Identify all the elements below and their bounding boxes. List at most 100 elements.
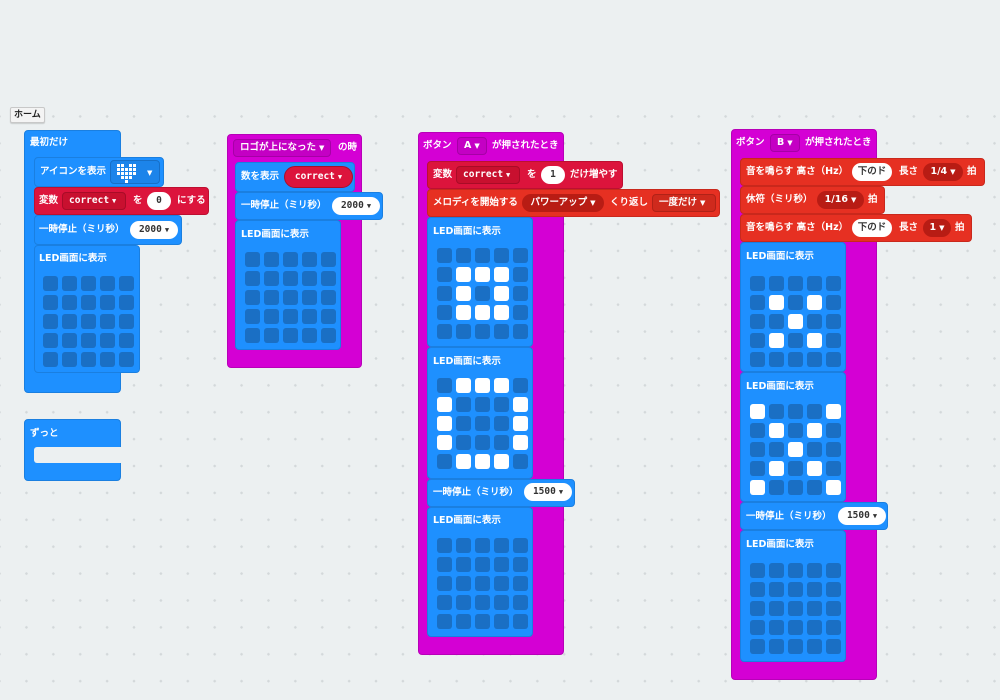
led-off[interactable] — [283, 271, 298, 286]
led-off[interactable] — [769, 601, 784, 616]
led-off[interactable] — [302, 252, 317, 267]
led-off[interactable] — [769, 442, 784, 457]
led-on[interactable] — [456, 267, 471, 282]
led-off[interactable] — [807, 314, 822, 329]
led-off[interactable] — [456, 435, 471, 450]
led-off[interactable] — [43, 276, 58, 291]
led-off[interactable] — [62, 314, 77, 329]
length-dropdown[interactable]: 1/4▼ — [923, 163, 963, 181]
led-off[interactable] — [750, 620, 765, 635]
led-off[interactable] — [750, 352, 765, 367]
led-off[interactable] — [807, 404, 822, 419]
led-off[interactable] — [807, 442, 822, 457]
button-dropdown[interactable]: B▼ — [770, 134, 800, 152]
led-off[interactable] — [43, 314, 58, 329]
led-off[interactable] — [513, 378, 528, 393]
led-off[interactable] — [826, 442, 841, 457]
led-off[interactable] — [826, 276, 841, 291]
led-off[interactable] — [264, 309, 279, 324]
led-off[interactable] — [62, 352, 77, 367]
led-off[interactable] — [769, 352, 784, 367]
led-off[interactable] — [100, 352, 115, 367]
led-off[interactable] — [456, 614, 471, 629]
led-on[interactable] — [807, 461, 822, 476]
rest-length-dropdown[interactable]: 1/16▼ — [817, 191, 864, 209]
led-off[interactable] — [494, 248, 509, 263]
led-matrix[interactable] — [750, 404, 841, 495]
led-off[interactable] — [475, 595, 490, 610]
led-off[interactable] — [826, 314, 841, 329]
led-off[interactable] — [283, 290, 298, 305]
led-off[interactable] — [321, 252, 336, 267]
led-off[interactable] — [475, 397, 490, 412]
led-off[interactable] — [513, 324, 528, 339]
led-off[interactable] — [513, 595, 528, 610]
pause-value-dropdown[interactable]: 2000▼ — [130, 221, 178, 239]
led-off[interactable] — [437, 454, 452, 469]
led-off[interactable] — [475, 435, 490, 450]
led-off[interactable] — [788, 582, 803, 597]
led-off[interactable] — [119, 333, 134, 348]
led-off[interactable] — [788, 295, 803, 310]
led-off[interactable] — [283, 328, 298, 343]
led-on[interactable] — [826, 480, 841, 495]
led-on[interactable] — [807, 423, 822, 438]
led-off[interactable] — [769, 582, 784, 597]
led-off[interactable] — [494, 557, 509, 572]
led-off[interactable] — [788, 423, 803, 438]
led-off[interactable] — [81, 295, 96, 310]
led-off[interactable] — [62, 276, 77, 291]
led-off[interactable] — [475, 614, 490, 629]
led-off[interactable] — [807, 352, 822, 367]
led-off[interactable] — [43, 352, 58, 367]
led-on[interactable] — [437, 435, 452, 450]
led-off[interactable] — [807, 639, 822, 654]
led-matrix[interactable] — [750, 276, 841, 367]
led-off[interactable] — [437, 286, 452, 301]
led-off[interactable] — [750, 442, 765, 457]
led-off[interactable] — [826, 461, 841, 476]
led-matrix[interactable] — [437, 248, 528, 339]
led-on[interactable] — [513, 397, 528, 412]
logo-event-dropdown[interactable]: ロゴが上になった▼ — [233, 139, 331, 157]
led-off[interactable] — [513, 286, 528, 301]
led-on[interactable] — [494, 378, 509, 393]
variable-reporter[interactable]: correct▼ — [284, 166, 353, 188]
led-off[interactable] — [100, 333, 115, 348]
led-off[interactable] — [750, 639, 765, 654]
led-off[interactable] — [826, 620, 841, 635]
variable-dropdown[interactable]: correct▼ — [62, 192, 126, 210]
led-off[interactable] — [807, 276, 822, 291]
led-off[interactable] — [513, 248, 528, 263]
led-off[interactable] — [456, 248, 471, 263]
led-off[interactable] — [302, 290, 317, 305]
led-off[interactable] — [62, 333, 77, 348]
led-off[interactable] — [245, 328, 260, 343]
led-off[interactable] — [494, 324, 509, 339]
led-off[interactable] — [264, 252, 279, 267]
led-off[interactable] — [456, 595, 471, 610]
led-off[interactable] — [437, 614, 452, 629]
led-off[interactable] — [826, 582, 841, 597]
led-on[interactable] — [769, 461, 784, 476]
led-on[interactable] — [494, 286, 509, 301]
led-off[interactable] — [283, 309, 298, 324]
led-off[interactable] — [119, 314, 134, 329]
led-off[interactable] — [264, 328, 279, 343]
led-off[interactable] — [807, 582, 822, 597]
led-off[interactable] — [807, 620, 822, 635]
variable-dropdown[interactable]: correct▼ — [456, 166, 520, 184]
led-on[interactable] — [456, 454, 471, 469]
led-off[interactable] — [807, 563, 822, 578]
led-off[interactable] — [302, 328, 317, 343]
repeat-dropdown[interactable]: 一度だけ▼ — [652, 194, 716, 212]
led-off[interactable] — [788, 352, 803, 367]
led-off[interactable] — [321, 290, 336, 305]
led-off[interactable] — [750, 423, 765, 438]
led-off[interactable] — [513, 267, 528, 282]
led-off[interactable] — [750, 276, 765, 291]
note-picker[interactable]: 下のド — [852, 219, 892, 237]
led-off[interactable] — [456, 324, 471, 339]
led-off[interactable] — [769, 639, 784, 654]
home-button[interactable]: ホーム — [10, 107, 45, 123]
